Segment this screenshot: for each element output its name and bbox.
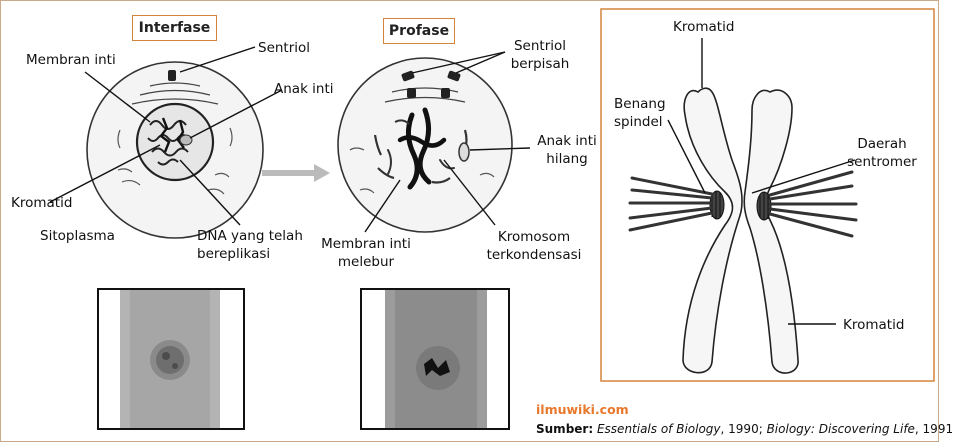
label-benang-line2: spindel <box>614 114 663 130</box>
source-year1: , 1990; <box>720 422 763 436</box>
label-dna-line2: bereplikasi <box>197 246 271 262</box>
label-daerah-line2: sentromer <box>847 154 917 170</box>
site-watermark: ilmuwiki.com <box>536 402 629 417</box>
interphase-cell <box>86 61 264 239</box>
source-citation: Sumber: Essentials of Biology, 1990; Bio… <box>536 422 953 436</box>
label-kromatid-top: Kromatid <box>673 19 735 35</box>
chromosome-leaders <box>667 38 856 325</box>
centriole-icon <box>168 70 176 81</box>
label-kromatid-bottom: Kromatid <box>843 317 905 333</box>
label-anak-inti-line1: Anak inti <box>537 133 597 149</box>
label-membran-line2: melebur <box>337 254 395 270</box>
label-kromatid-interphase: Kromatid <box>11 195 73 211</box>
prophase-leaders <box>364 51 531 233</box>
interphase-leaders <box>49 46 283 226</box>
label-sentriol: Sentriol <box>258 40 311 56</box>
label-dna-line1: DNA yang telah <box>197 228 303 244</box>
prophase-cell <box>337 57 513 233</box>
label-daerah-line1: Daerah <box>857 136 907 152</box>
source-year2: , 1991 <box>914 422 953 436</box>
source-book1: Essentials of Biology <box>596 422 721 436</box>
spindle-fibers <box>628 170 858 238</box>
label-benang-line1: Benang <box>614 96 666 112</box>
centriole-right-icon <box>447 70 461 82</box>
chromosome-shape <box>682 87 799 374</box>
label-kromosom-line1: Kromosom <box>497 229 571 245</box>
label-kromosom-line2: terkondensasi <box>486 247 582 263</box>
prophase-title: Profase <box>383 18 455 44</box>
nucleus-shape <box>135 102 215 182</box>
interphase-title: Interfase <box>132 15 217 41</box>
label-sentriol-line2: berpisah <box>510 56 570 72</box>
source-book2: Biology: Discovering Life <box>766 422 915 436</box>
micrograph-interphase <box>97 288 245 430</box>
arrow-icon <box>262 164 330 182</box>
label-sitoplasma: Sitoplasma <box>40 228 115 244</box>
centriole-left-icon <box>401 70 415 82</box>
label-sentriol-line1: Sentriol <box>513 38 567 54</box>
source-label: Sumber: <box>536 422 594 436</box>
label-membran-line1: Membran inti <box>321 236 411 252</box>
micrograph-prophase <box>360 288 510 430</box>
label-anak-inti: Anak inti <box>274 81 334 97</box>
label-anak-inti-line2: hilang <box>546 151 588 167</box>
label-membran-inti: Membran inti <box>26 52 116 68</box>
